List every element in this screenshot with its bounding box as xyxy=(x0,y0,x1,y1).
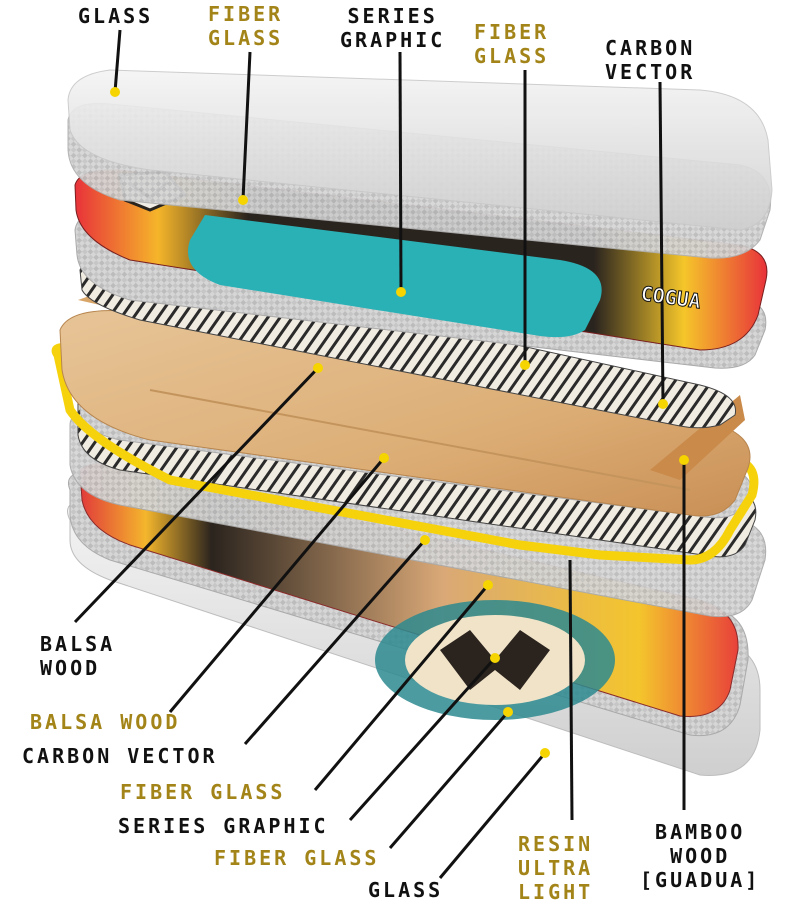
callout-dots xyxy=(110,87,689,758)
label-glass-top: GLASS xyxy=(78,4,154,28)
label-series-graphic-bottom: SERIES GRAPHIC xyxy=(118,814,329,838)
label-glass-bottom: GLASS xyxy=(368,878,444,902)
glass-top-layer xyxy=(67,69,773,231)
label-carbon-vector-bottom: CARBON VECTOR xyxy=(22,744,218,768)
label-fiber-glass-lower-b: FIBER GLASS xyxy=(214,846,380,870)
leader-lines xyxy=(73,29,686,879)
bamboo-core-layer xyxy=(59,309,751,517)
series-graphic-teal-panel xyxy=(188,215,602,338)
label-fiber-glass-lower-a: FIBER GLASS xyxy=(120,780,286,804)
label-balsa-wood-2: BALSA WOOD xyxy=(30,710,181,734)
